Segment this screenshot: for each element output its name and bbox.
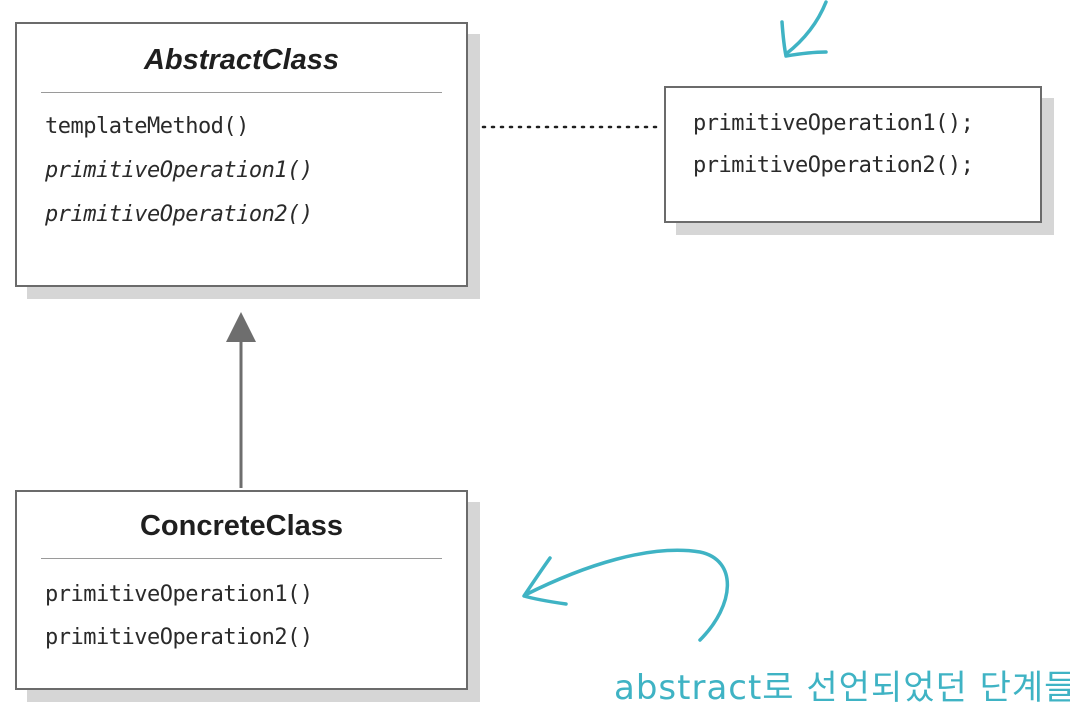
template-method-operation: templateMethod(): [45, 114, 249, 139]
concrete-class-divider: [41, 558, 442, 559]
top-annotation-arrow: [784, 0, 828, 56]
bottom-annotation-arrow: [523, 548, 730, 642]
abstract-class-box: AbstractClass templateMethod() primitive…: [15, 22, 468, 287]
concrete-class-name: ConcreteClass: [139, 510, 344, 542]
inheritance-arrowhead: [226, 312, 256, 342]
note-line-1: primitiveOperation1();: [693, 111, 974, 136]
concrete-class-box: ConcreteClass primitiveOperation1() prim…: [15, 490, 468, 690]
note-line-2: primitiveOperation2();: [693, 153, 974, 178]
concrete-primitive-operation-2: primitiveOperation2(): [45, 625, 313, 650]
abstract-primitive-operation-1: primitiveOperation1(): [45, 158, 313, 183]
abstract-class-name: AbstractClass: [143, 44, 340, 76]
bottom-annotation-arrowhead: [522, 556, 568, 606]
abstract-primitive-operation-2: primitiveOperation2(): [45, 202, 313, 227]
top-annotation-arrowhead: [780, 20, 828, 58]
handwritten-annotation: abstract로 선언되었던 단계들은: [614, 668, 1070, 708]
abstract-class-divider: [41, 92, 442, 93]
concrete-primitive-operation-1: primitiveOperation1(): [45, 582, 313, 607]
template-method-note: primitiveOperation1(); primitiveOperatio…: [664, 86, 1042, 223]
